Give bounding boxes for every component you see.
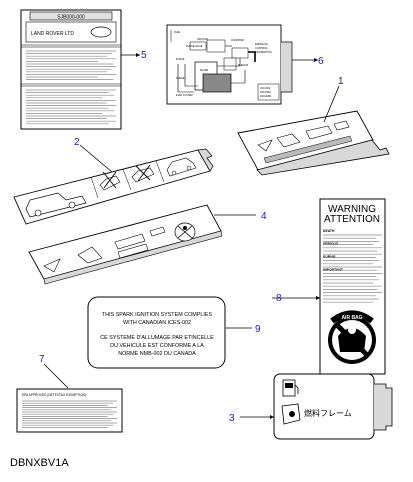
label-8-heading-serious: SERIOUS — [323, 242, 339, 246]
label-2-tab — [197, 148, 214, 172]
fuel-cap-icon — [281, 403, 301, 425]
callout-9: 9 — [255, 324, 261, 335]
label-7-outline — [16, 388, 123, 433]
label-6-text-control: CONTROL — [255, 46, 268, 50]
prohibition-slash-icon — [334, 322, 370, 358]
label-3-tab — [374, 383, 393, 431]
label-5-text-block-top — [26, 50, 116, 80]
label-6-box-d — [223, 57, 237, 71]
callout-4: 4 — [261, 211, 267, 222]
label-6-text-emission: EMISSION — [255, 42, 268, 46]
callout-numbers: 1 2 3 4 5 6 7 8 9 — [39, 50, 344, 424]
label-6-text-canister: CANISTER — [231, 38, 244, 42]
label-7-text-block — [22, 400, 117, 428]
label-8-airbag-badge: AIR BAG — [341, 315, 362, 321]
label-6-text-routing: ROUTING — [260, 91, 271, 94]
label-9-outline — [87, 296, 226, 369]
label-6-tab — [281, 41, 293, 93]
label-1-sticker — [237, 110, 390, 176]
label-8-title-warning: WARNING — [328, 204, 376, 215]
label-4-small-rect-icon — [149, 226, 166, 237]
label-8-sticker: WARNING ATTENTION DEATH SERIOUS SURVIE I… — [319, 198, 386, 375]
label-6-text-purge: PURGE — [176, 77, 185, 80]
label-4-triangle-icon — [43, 258, 61, 273]
label-6-text-information: INFORMATION — [255, 51, 272, 54]
label-4-rect-icon — [114, 233, 146, 250]
label-6-text-evap: EVAP SYSTEM — [176, 94, 193, 97]
label-5-brand: LAND ROVER LTD — [31, 31, 74, 37]
label-5-header-box — [29, 11, 113, 21]
fuel-pump-icon — [282, 379, 299, 397]
label-6-box-dark — [202, 73, 232, 93]
label-1-small-rect-icon — [333, 120, 350, 131]
label-8-text-block — [323, 234, 382, 303]
callout-8: 8 — [276, 293, 282, 304]
label-4-book-icon — [77, 246, 103, 264]
label-9-line-2: WITH CANADIAN ICES-002 — [123, 320, 191, 326]
label-6-info-box — [257, 83, 280, 101]
label-1-rect-icon — [305, 125, 333, 140]
label-1-book-icon — [276, 133, 301, 148]
label-6-text-purge-valve: PURGE VALVE — [186, 45, 203, 48]
label-3-japanese-text: 燃料フレーム — [304, 408, 352, 418]
label-8-heading-survie: SURVIE — [323, 255, 336, 259]
callout-5: 5 — [141, 50, 147, 61]
label-6-text-vacuum: VACUUM — [260, 87, 270, 90]
leader-lines — [43, 53, 340, 419]
label-8-heading-death: DEATH — [323, 229, 335, 233]
label-5-brand-box — [25, 21, 117, 43]
label-8-title-attention: ATTENTION — [324, 214, 380, 225]
label-6-text-plenum: PLENUM — [238, 64, 248, 67]
label-3-sticker: 燃料フレーム — [273, 373, 393, 440]
label-9-sticker: THIS SPARK IGNITION SYSTEM COMPLIES WITH… — [87, 296, 226, 369]
callout-7: 7 — [39, 354, 45, 365]
label-6-text-diagram: DIAGRAM — [260, 95, 271, 98]
label-1-bar — [263, 135, 353, 164]
label-9-line-3: CE SYSTEME D'ALLUMAGE PAR ETINCELLE — [100, 335, 214, 341]
label-2-sticker — [13, 148, 214, 225]
label-5-part-no: SJB000-000 — [57, 15, 85, 21]
label-6-box-b — [206, 39, 226, 53]
label-5-sticker: SJB000-000 LAND ROVER LTD — [20, 9, 122, 130]
label-1-tab — [256, 139, 390, 176]
label-6-text-fuel: FUEL — [174, 30, 181, 34]
label-6-text-vapour: VAPOUR — [197, 37, 208, 41]
label-5-text-block-bottom — [26, 89, 116, 125]
label-1-triangle-icon — [257, 139, 273, 152]
land-rover-logo-icon — [90, 26, 112, 38]
label-7-title: EPA APPROVED (NETESTAG EXEMPTION) — [22, 393, 86, 397]
callout-6: 6 — [318, 56, 324, 67]
label-9-line-5: NORME NMB-002 DU CANADA — [118, 351, 196, 357]
diagram-code: DBNXBV1A — [10, 457, 69, 469]
callout-2: 2 — [74, 137, 80, 148]
label-7-sticker: EPA APPROVED (NETESTAG EXEMPTION) — [16, 388, 123, 433]
label-9-line-1: THIS SPARK IGNITION SYSTEM COMPLIES — [102, 312, 213, 318]
label-9-line-4: DU VEHICULE EST CONFORME A LA — [110, 343, 204, 349]
label-6-sticker: FUEL VAPOUR PURGE VALVE CANISTER EMISSIO… — [166, 24, 293, 105]
callout-1: 1 — [338, 76, 344, 87]
label-4-rect-icon-2 — [117, 243, 149, 259]
label-4-sticker — [28, 204, 223, 285]
car-icon-2 — [99, 171, 121, 191]
callout-3: 3 — [229, 413, 235, 424]
label-6-text-intake: INTAKE — [176, 58, 185, 61]
label-6-text-filter: FILTER — [200, 69, 208, 72]
label-6-box-c — [231, 47, 249, 59]
car-icon-4 — [166, 157, 197, 177]
label-6-thick-hose — [248, 51, 256, 62]
car-icon-1 — [25, 192, 87, 218]
car-icon-3 — [131, 164, 155, 183]
